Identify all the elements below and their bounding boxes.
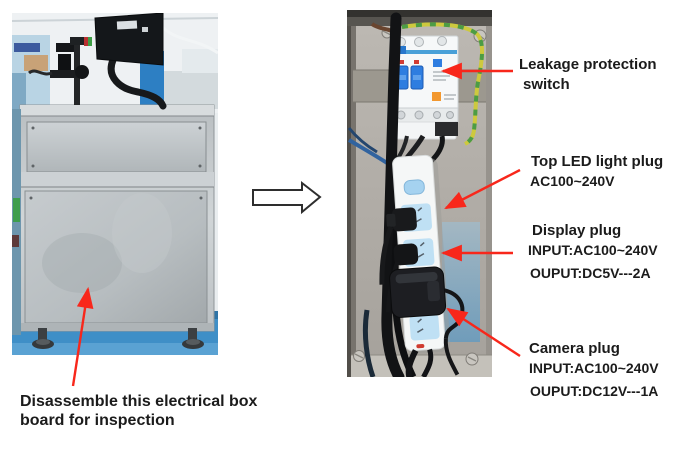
monitor <box>94 13 164 66</box>
annotation-top-led-spec1: AC100~240V <box>530 173 615 189</box>
annotation-display-spec2: OUPUT:DC5V---2A <box>530 265 651 281</box>
annotation-display-title: Display plug <box>532 222 622 239</box>
camera-plug-adapter <box>389 266 465 376</box>
annotation-leakage-line2: switch <box>523 76 570 93</box>
leakage-protection-switch <box>389 35 459 140</box>
annotation-top-led: Top LED light plug AC100~240V <box>528 152 663 191</box>
annotation-camera-title: Camera plug <box>529 340 620 357</box>
caption-line1: Disassemble this electrical box <box>20 393 258 410</box>
annotation-display: Display plug INPUT:AC100~240V OUPUT:DC5V… <box>528 221 658 283</box>
annotation-top-led-title: Top LED light plug <box>531 153 664 170</box>
electrical-box-art <box>347 10 492 377</box>
machine-photo-art <box>12 13 218 355</box>
annotation-leakage-line1: Leakage protection <box>519 56 657 73</box>
strip-indicator-light <box>416 343 425 349</box>
top-led-plug <box>392 207 417 232</box>
breaker-test-button <box>432 92 441 101</box>
power-strip <box>379 154 465 377</box>
electrical-box-photo <box>347 10 492 377</box>
socket-spare <box>409 314 440 341</box>
strip-switch <box>403 179 425 195</box>
display-plug <box>393 243 419 266</box>
caption-disassemble: Disassemble this electrical box board fo… <box>20 392 257 430</box>
machine-photo <box>12 13 218 355</box>
annotation-camera-spec1: INPUT:AC100~240V <box>529 360 659 376</box>
caption-line2: board for inspection <box>20 412 175 429</box>
annotation-camera-spec2: OUPUT:DC12V---1A <box>530 383 659 399</box>
annotation-display-spec1: INPUT:AC100~240V <box>528 242 658 258</box>
annotation-leakage: Leakage protection switch <box>519 55 657 95</box>
inspection-camera <box>58 54 71 71</box>
transition-arrow <box>252 180 322 215</box>
annotation-camera: Camera plug INPUT:AC100~240V OUPUT:DC12V… <box>529 339 659 401</box>
